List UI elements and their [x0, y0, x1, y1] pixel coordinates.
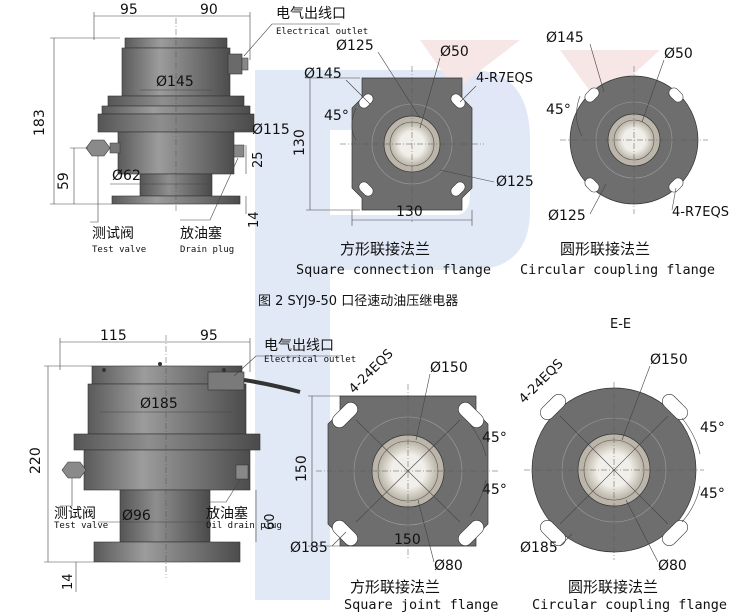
bottom-dim-115: 115 — [100, 328, 127, 344]
watermark — [255, 40, 660, 600]
bottom-circ-dia185: Ø185 — [520, 540, 558, 556]
bottom-dim-220: 220 — [28, 447, 44, 474]
top-square-label-en: Square connection flange — [296, 262, 491, 278]
bottom-sq-dia150: Ø150 — [430, 360, 468, 376]
top-dim-90: 90 — [200, 2, 218, 18]
bottom-square-label-en: Square joint flange — [344, 597, 498, 613]
bottom-sq-dia185: Ø185 — [290, 540, 328, 556]
bottom-drain-cn: 放油塞 — [206, 505, 248, 522]
figure-caption: 图 2 SYJ9-50 口径速动油压继电器 — [258, 294, 458, 309]
top-circular-label-cn: 圆形联接法兰 — [560, 240, 650, 258]
top-circular-flange: Ø145 Ø50 45° Ø125 4-R7EQS — [546, 30, 729, 224]
bottom-drain-en: Oil drain plug — [206, 521, 282, 531]
top-square-flange: Ø125 Ø50 Ø145 4-R7EQS 45° Ø125 130 130 — [292, 38, 534, 226]
top-test-valve-cn: 测试阀 — [92, 226, 134, 242]
top-sq-dia50: Ø50 — [440, 44, 469, 60]
top-dim-dia115: Ø115 — [252, 122, 290, 138]
bottom-sq-dia80: Ø80 — [434, 558, 463, 574]
bottom-side-view: 115 95 220 Ø185 Ø96 60 14 电气出线口 Electric… — [28, 328, 356, 592]
bottom-dim-60: 60 — [263, 513, 278, 530]
bottom-circular-flange: 4-24EQS Ø150 45° 45° Ø185 Ø80 — [516, 352, 725, 574]
bottom-outlet-label-cn: 电气出线口 — [264, 338, 334, 354]
bottom-circ-dia150: Ø150 — [650, 352, 688, 368]
top-drain-en: Drain plug — [180, 245, 234, 255]
top-sq-angle: 45° — [324, 108, 349, 124]
top-sq-holes: 4-R7EQS — [476, 71, 533, 86]
top-dim-14: 14 — [247, 211, 262, 228]
bottom-sq-w150: 150 — [394, 532, 421, 548]
bottom-sq-angle2: 45° — [482, 482, 507, 498]
top-circ-dia50: Ø50 — [664, 46, 693, 62]
bottom-dim-dia96: Ø96 — [122, 508, 151, 524]
bottom-circ-dia80: Ø80 — [658, 558, 687, 574]
bottom-circular-label-cn: 圆形联接法兰 — [568, 578, 658, 596]
top-circ-holes: 4-R7EQS — [672, 205, 729, 220]
top-circ-dia145: Ø145 — [546, 30, 584, 46]
top-circular-label-en: Circular coupling flange — [520, 262, 715, 278]
top-dim-25: 25 — [251, 151, 266, 168]
bottom-dim-dia185: Ø185 — [140, 396, 178, 412]
bottom-square-label-cn: 方形联接法兰 — [350, 578, 440, 596]
bottom-test-valve-en: Test valve — [54, 521, 108, 531]
bottom-dim-95: 95 — [200, 328, 218, 344]
top-outlet-label-cn: 电气出线口 — [276, 6, 346, 22]
bottom-circ-angle2: 45° — [700, 486, 725, 502]
top-sq-dia125: Ø125 — [336, 38, 374, 54]
top-test-valve-en: Test valve — [92, 245, 146, 255]
top-circ-dia125: Ø125 — [548, 208, 586, 224]
top-dim-95: 95 — [120, 2, 138, 18]
top-dim-183: 183 — [32, 109, 48, 136]
top-dim-dia145: Ø145 — [156, 74, 194, 90]
bottom-circ-angle1: 45° — [700, 420, 725, 436]
top-sq-h130: 130 — [292, 129, 308, 156]
section-label: E-E — [610, 317, 631, 332]
bottom-test-valve-cn: 测试阀 — [54, 506, 96, 522]
bottom-circular-label-en: Circular coupling flange — [532, 597, 727, 613]
top-side-view: 95 90 183 59 Ø145 Ø115 Ø62 25 14 电气出线口 E… — [32, 2, 368, 255]
top-dim-59: 59 — [56, 172, 72, 190]
top-circ-angle: 45° — [546, 102, 571, 118]
top-outlet-label-en: Electrical outlet — [276, 27, 368, 37]
top-drain-cn: 放油塞 — [180, 225, 222, 242]
top-sq-w130: 130 — [396, 204, 423, 220]
bottom-outlet-label-en: Electrical outlet — [264, 355, 356, 365]
top-dim-dia62: Ø62 — [112, 168, 141, 184]
bottom-sq-angle1: 45° — [482, 430, 507, 446]
top-sq-dia125b: Ø125 — [496, 174, 534, 190]
bottom-dim-14: 14 — [61, 573, 76, 590]
top-square-label-cn: 方形联接法兰 — [340, 240, 430, 258]
bottom-sq-h150: 150 — [294, 455, 310, 482]
top-sq-dia145: Ø145 — [304, 66, 342, 82]
